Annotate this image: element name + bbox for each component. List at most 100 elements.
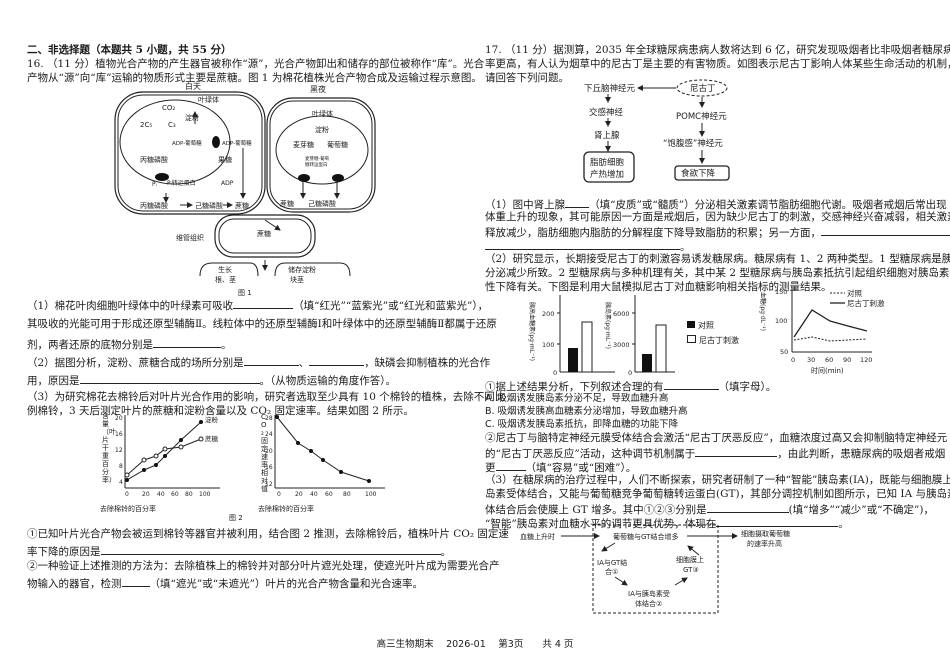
- fig2-left-xlabel: 去除棉铃的百分率: [100, 505, 156, 513]
- svg-text:Pᵢ: Pᵢ: [152, 181, 157, 188]
- legend-swatch-control: [687, 321, 695, 328]
- svg-text:12: 12: [115, 447, 123, 454]
- svg-text:100: 100: [542, 341, 554, 349]
- svg-text:0: 0: [791, 356, 795, 364]
- q16-s1-line2: 率下降的原因是。: [27, 543, 451, 559]
- q16-p3-line1: （3）为研究棉花去棉铃后对叶片光合作用的影响，研究者选取至少具有 10 个棉铃的…: [27, 391, 506, 403]
- q16-s1-line1: ①已知叶片光合产物会被运到棉铃等器官并被利用，结合图 2 推测，去除棉铃后，植株…: [27, 528, 509, 540]
- svg-text:Pᵢ转运蛋白: Pᵢ转运蛋白: [167, 179, 196, 187]
- answer-blank[interactable]: [565, 196, 590, 208]
- svg-text:细胞膜上: 细胞膜上: [676, 555, 704, 564]
- svg-text:8: 8: [119, 463, 123, 470]
- q16-intro-1: 16. （11 分）植物光合产物的产生器官被称作“源”，光合产物卸出和储存的部位…: [27, 58, 485, 70]
- svg-text:己糖磷酸: 己糖磷酸: [308, 199, 336, 208]
- fig2-caption: 图 2: [229, 514, 243, 522]
- q17-p3-line1: （3）在糖尿病的治疗过程中，人们不断探索，研究者研制了一种“智能”胰岛素(IA)…: [485, 474, 950, 486]
- answer-blank[interactable]: [821, 224, 950, 236]
- q16-p2-line1: （2）据图分析，淀粉、蔗糖合成的场所分别是、，缺磷会抑制植株的光合作: [27, 354, 490, 370]
- q17-p3-line2: 岛素受体结合，又能与葡萄糖竞争葡萄糖转运蛋白(GT)，其部分调控机制如图所示，已…: [485, 488, 950, 500]
- svg-text:丙糖磷酸: 丙糖磷酸: [140, 201, 168, 210]
- option-a: A. 吸烟诱发胰岛素分泌不足，导致血糖升高: [485, 393, 669, 404]
- svg-text:叶绿体: 叶绿体: [198, 95, 219, 104]
- svg-text:20: 20: [115, 415, 123, 422]
- svg-text:20: 20: [142, 491, 150, 498]
- svg-text:葡萄糖: 葡萄糖: [327, 140, 348, 149]
- svg-text:60: 60: [171, 491, 179, 498]
- svg-text:根、茎: 根、茎: [215, 275, 236, 284]
- svg-text:0: 0: [277, 491, 281, 498]
- svg-text:80: 80: [185, 491, 193, 498]
- svg-text:淀粉: 淀粉: [205, 415, 219, 424]
- svg-text:蔗糖: 蔗糖: [280, 199, 294, 208]
- svg-text:脂肪细胞: 脂肪细胞: [590, 157, 625, 168]
- svg-text:蔗糖: 蔗糖: [257, 229, 271, 238]
- svg-text:16: 16: [265, 464, 273, 471]
- svg-text:100: 100: [199, 491, 211, 498]
- answer-blank[interactable]: [716, 515, 839, 527]
- svg-text:150: 150: [775, 288, 787, 296]
- svg-text:蔗糖: 蔗糖: [205, 434, 219, 443]
- svg-text:60: 60: [325, 491, 333, 498]
- svg-text:麦芽糖: 麦芽糖: [293, 140, 314, 149]
- answer-blank[interactable]: [121, 575, 150, 587]
- answer-blank[interactable]: [233, 297, 294, 309]
- answer-blank[interactable]: [485, 238, 680, 250]
- svg-text:下丘脑神经元: 下丘脑神经元: [584, 83, 636, 94]
- answer-blank[interactable]: [663, 378, 719, 390]
- svg-text:100: 100: [775, 317, 787, 325]
- answer-blank[interactable]: [100, 543, 441, 555]
- svg-text:100: 100: [365, 491, 377, 498]
- svg-text:尼古丁刺激: 尼古丁刺激: [847, 298, 885, 308]
- svg-text:GT③: GT③: [683, 566, 699, 574]
- q17-intro-1: 17. （11 分）据测算，2035 年全球糖尿病患病人数将达到 6 亿，研究发…: [485, 44, 950, 56]
- svg-text:80: 80: [343, 491, 351, 498]
- svg-text:4: 4: [119, 479, 123, 486]
- q17-q2-line1: ②尼古丁与脑特定神经元膜受体结合会激活“尼古丁厌恶反应”，血糖浓度过高又会抑制脑…: [485, 432, 948, 444]
- svg-text:蔗糖: 蔗糖: [235, 201, 249, 210]
- q17-p1-line2: 体重上升的现象，其可能原因一方面是戒烟后，因为缺少尼古丁的刺激，交感神经兴奋减弱…: [485, 211, 950, 223]
- svg-text:叶绿体: 叶绿体: [312, 109, 333, 118]
- answer-blank[interactable]: [309, 354, 365, 366]
- svg-text:食欲下降: 食欲下降: [681, 168, 716, 179]
- svg-text:黑夜: 黑夜: [310, 84, 326, 94]
- svg-text:CO₂: CO₂: [162, 104, 175, 112]
- svg-text:体结合②: 体结合②: [635, 599, 662, 608]
- svg-text:尼古丁: 尼古丁: [690, 83, 716, 94]
- answer-blank[interactable]: [495, 459, 526, 471]
- svg-text:己糖磷酸: 己糖磷酸: [195, 201, 223, 210]
- svg-text:90: 90: [843, 356, 851, 364]
- svg-text:淀粉: 淀粉: [185, 113, 199, 122]
- svg-text:16: 16: [115, 431, 123, 438]
- answer-blank[interactable]: [695, 445, 778, 457]
- svg-text:ADP-葡萄糖: ADP-葡萄糖: [172, 139, 202, 147]
- svg-text:POMC神经元: POMC神经元: [676, 111, 727, 122]
- svg-text:细胞摄取葡萄糖: 细胞摄取葡萄糖: [741, 529, 790, 538]
- nicotine-mechanism-flowchart: 下丘脑神经元 尼古丁 交感神经 肾上腺 脂肪细胞 产热增加 POMC神经元 “饱…: [583, 79, 730, 183]
- svg-text:淀粉: 淀粉: [315, 125, 329, 134]
- legend-swatch-nicotine: [687, 335, 696, 343]
- svg-text:IA与胰岛素受: IA与胰岛素受: [628, 589, 670, 598]
- svg-text:储存淀粉: 储存淀粉: [288, 265, 316, 274]
- q16-s2-line1: ②一种验证上述推测的方法为：去除植株上的棉铃并对部分叶片遮光处理，使遮光叶片成为…: [27, 560, 500, 572]
- svg-text:3000: 3000: [613, 341, 630, 349]
- svg-text:C₃: C₃: [168, 121, 176, 129]
- svg-text:0: 0: [125, 491, 129, 498]
- svg-text:血糖上升时: 血糖上升时: [520, 532, 555, 541]
- answer-blank[interactable]: [243, 354, 299, 366]
- svg-text:时间(min): 时间(min): [811, 366, 844, 375]
- answer-blank[interactable]: [79, 372, 260, 384]
- answer-blank[interactable]: [706, 501, 789, 513]
- q17-intro-2: 率更高，有人认为烟草中的尼古丁是主要的有害物质。如图表示尼古丁影响人体某些生命活…: [485, 58, 950, 70]
- svg-text:60: 60: [825, 356, 833, 364]
- answer-blank[interactable]: [153, 336, 221, 348]
- svg-text:120: 120: [860, 356, 872, 364]
- fig2-right-ylabel: CO₂固定速率相对值: [261, 413, 268, 493]
- svg-text:图 1: 图 1: [238, 289, 252, 297]
- svg-text:糖转运蛋白: 糖转运蛋白: [305, 161, 328, 168]
- svg-text:IA与GT结: IA与GT结: [597, 558, 627, 567]
- q16-p1-line1: （1）棉花叶肉细胞叶绿体中的叶绿素可吸收（填“红光”“蓝紫光”或“红光和蓝紫光”…: [27, 297, 488, 313]
